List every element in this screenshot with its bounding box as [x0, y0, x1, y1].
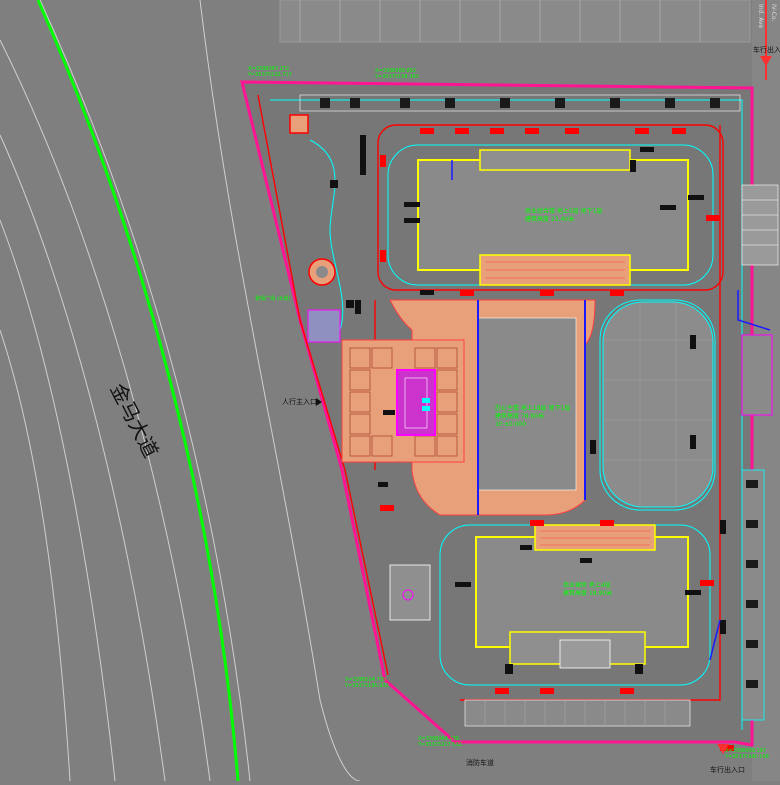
building-south-note: 商业裙房 地上4层	[563, 581, 611, 589]
street-label: Ind. Ave	[757, 4, 764, 28]
coord-4-y: Y=35375217.532	[417, 742, 462, 748]
parking-right	[741, 184, 779, 721]
building-central-note-2: 建筑高度 78.60米	[495, 412, 544, 420]
coord-5-y: Y=35375340.108	[724, 754, 769, 760]
annotation-tags	[330, 135, 726, 674]
blue-lines	[451, 160, 771, 661]
building-north-note: 商业综合楼 地上5层 地下1层	[525, 207, 602, 215]
top-strip-hatch	[299, 0, 701, 42]
coord-3-x: X=3398104.730	[345, 677, 386, 683]
coord-5-x: X=3398099.197	[725, 748, 766, 754]
coord-2-y: Y=35375158.363	[374, 74, 419, 80]
building-north: 商业综合楼 地上5层 地下1层 建筑高度 23.40米	[417, 149, 689, 286]
fire-lane-label: 消防车道	[466, 758, 494, 767]
coord-1-y: Y=35375132.717	[247, 72, 292, 78]
plaza	[341, 339, 465, 463]
road-centerline	[36, 0, 240, 782]
building-central-note-3: 1F:±0.000	[495, 421, 526, 428]
pedestrian-entrance-label: 人行主入口	[282, 397, 317, 406]
building-north-note-2: 建筑高度 23.40米	[525, 215, 574, 223]
pedestrian-arrow	[316, 398, 322, 406]
top-strip	[279, 0, 751, 43]
left-features	[289, 114, 431, 621]
parking-oval	[602, 301, 714, 508]
building-central-note: 办公主楼 地上18层 地下1层	[495, 404, 570, 412]
parking-bottom	[464, 699, 691, 727]
building-south-note-2: 建筑高度 18.90米	[563, 589, 612, 597]
road-edges	[0, 0, 361, 782]
entry-arrow-bottom	[717, 744, 729, 754]
coord-3-y: Y=35375195.933	[344, 683, 389, 689]
coord-4-x: X=3398064.276	[418, 736, 459, 742]
street-label-2: IV-Co.	[770, 4, 777, 21]
plaza-note: 景观广场 (水景)	[255, 295, 291, 302]
building-south: 商业裙房 地上4层 建筑高度 18.90米	[475, 524, 689, 669]
entry-arrow-top	[760, 56, 772, 66]
vehicle-entrance-top-label: 车行出入口	[753, 45, 780, 54]
coord-1-x: X=3398387.272	[248, 66, 289, 72]
vehicle-entrance-bottom-label: 车行出入口	[710, 765, 745, 774]
fire-markers	[380, 128, 734, 751]
coordinates: X=3398387.272 Y=35375132.717 X=3398389.8…	[247, 66, 769, 760]
parking-top	[299, 94, 741, 112]
coord-2-x: X=3398389.852	[375, 68, 416, 74]
